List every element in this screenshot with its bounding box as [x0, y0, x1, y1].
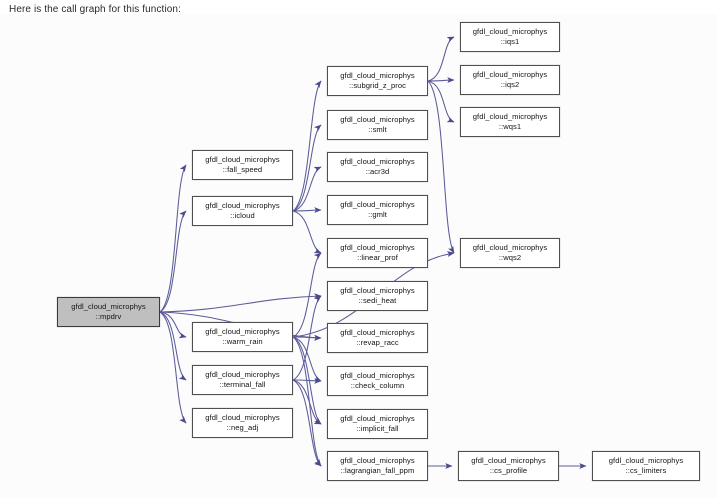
graph-edge-icloud-to-acr3d [292, 166, 322, 212]
node-namespace: gfdl_cloud_microphys [205, 200, 280, 210]
graph-node-cs_limiters[interactable]: gfdl_cloud_microphys::cs_limiters [592, 451, 700, 481]
node-function: ::subgrid_z_proc [349, 81, 406, 90]
graph-node-icloud[interactable]: gfdl_cloud_microphys::icloud [192, 196, 293, 226]
node-function: ::mpdrv [95, 312, 122, 321]
graph-edge-subgrid_z_proc-to-wqs2 [427, 80, 455, 254]
node-namespace: gfdl_cloud_microphys [340, 156, 415, 166]
node-function: ::wqs1 [498, 122, 522, 131]
node-function: ::cs_limiters [625, 466, 667, 475]
graph-edge-mpdrv-to-neg_adj [159, 311, 187, 424]
graph-edge-mpdrv-to-warm_rain [159, 311, 187, 339]
graph-node-mpdrv[interactable]: gfdl_cloud_microphys::mpdrv [57, 297, 160, 327]
graph-edge-subgrid_z_proc-to-iqs2 [427, 77, 455, 84]
graph-edge-warm_rain-to-check_column [292, 336, 322, 382]
node-function: ::linear_prof [357, 253, 398, 262]
node-function: ::cs_profile [489, 466, 528, 475]
node-namespace: gfdl_cloud_microphys [472, 242, 548, 252]
node-function: ::gmlt [368, 210, 387, 219]
node-namespace: gfdl_cloud_microphys [340, 70, 415, 80]
graph-node-gmlt[interactable]: gfdl_cloud_microphys::gmlt [327, 195, 428, 225]
node-function: ::implicit_fall [356, 424, 399, 433]
node-namespace: gfdl_cloud_microphys [205, 326, 280, 336]
graph-node-smlt[interactable]: gfdl_cloud_microphys::smlt [327, 110, 428, 140]
graph-edge-warm_rain-to-linear_prof [292, 252, 322, 338]
graph-edge-mpdrv-to-icloud [159, 210, 187, 313]
node-function: ::wqs2 [498, 253, 522, 262]
node-function: ::neg_adj [226, 423, 259, 432]
node-function: ::icloud [230, 211, 255, 220]
node-namespace: gfdl_cloud_microphys [205, 154, 280, 164]
graph-node-sedi_heat[interactable]: gfdl_cloud_microphys::sedi_heat [327, 281, 428, 311]
node-namespace: gfdl_cloud_microphys [472, 26, 548, 36]
graph-edge-icloud-to-subgrid_z_proc [292, 80, 322, 212]
node-namespace: gfdl_cloud_microphys [205, 369, 280, 379]
node-namespace: gfdl_cloud_microphys [340, 370, 415, 380]
node-function: ::iqs2 [500, 80, 520, 89]
graph-node-implicit_fall[interactable]: gfdl_cloud_microphys::implicit_fall [327, 409, 428, 439]
node-function: ::acr3d [365, 167, 390, 176]
graph-edge-terminal_fall-to-lagrangian_fall_ppm [292, 379, 322, 467]
node-namespace: gfdl_cloud_microphys [340, 199, 415, 209]
graph-node-acr3d[interactable]: gfdl_cloud_microphys::acr3d [327, 152, 428, 182]
graph-node-revap_racc[interactable]: gfdl_cloud_microphys::revap_racc [327, 323, 428, 353]
graph-edge-terminal_fall-to-check_column [292, 377, 322, 384]
graph-node-warm_rain[interactable]: gfdl_cloud_microphys::warm_rain [192, 322, 293, 352]
graph-node-linear_prof[interactable]: gfdl_cloud_microphys::linear_prof [327, 238, 428, 268]
node-function: ::smlt [368, 125, 387, 134]
graph-edge-terminal_fall-to-implicit_fall [292, 379, 322, 425]
graph-node-subgrid_z_proc[interactable]: gfdl_cloud_microphys::subgrid_z_proc [327, 66, 428, 96]
graph-node-lagrangian_fall_ppm[interactable]: gfdl_cloud_microphys::lagrangian_fall_pp… [327, 451, 428, 481]
node-function: ::revap_racc [356, 338, 399, 347]
node-namespace: gfdl_cloud_microphys [205, 412, 280, 422]
node-function: ::fall_speed [222, 165, 263, 174]
graph-node-fall_speed[interactable]: gfdl_cloud_microphys::fall_speed [192, 150, 293, 180]
graph-node-wqs1[interactable]: gfdl_cloud_microphys::wqs1 [460, 107, 560, 137]
graph-edge-subgrid_z_proc-to-wqs1 [427, 80, 455, 123]
node-function: ::sedi_heat [358, 296, 397, 305]
node-function: ::iqs1 [500, 37, 520, 46]
page-title: Here is the call graph for this function… [9, 4, 181, 15]
graph-edge-terminal_fall-to-sedi_heat [292, 295, 322, 381]
graph-node-iqs1[interactable]: gfdl_cloud_microphys::iqs1 [460, 22, 560, 52]
graph-node-terminal_fall[interactable]: gfdl_cloud_microphys::terminal_fall [192, 365, 293, 395]
graph-node-iqs2[interactable]: gfdl_cloud_microphys::iqs2 [460, 65, 560, 95]
graph-edge-warm_rain-to-implicit_fall [292, 336, 322, 425]
graph-node-cs_profile[interactable]: gfdl_cloud_microphys::cs_profile [458, 451, 559, 481]
node-namespace: gfdl_cloud_microphys [608, 455, 684, 465]
node-function: ::warm_rain [222, 337, 263, 346]
node-namespace: gfdl_cloud_microphys [472, 111, 548, 121]
node-namespace: gfdl_cloud_microphys [340, 413, 415, 423]
node-function: ::check_column [350, 381, 405, 390]
graph-edge-warm_rain-to-lagrangian_fall_ppm [292, 336, 322, 467]
node-namespace: gfdl_cloud_microphys [340, 455, 415, 465]
node-namespace: gfdl_cloud_microphys [340, 327, 415, 337]
graph-edge-icloud-to-gmlt [292, 207, 322, 214]
node-namespace: gfdl_cloud_microphys [71, 301, 146, 311]
graph-node-check_column[interactable]: gfdl_cloud_microphys::check_column [327, 366, 428, 396]
node-namespace: gfdl_cloud_microphys [472, 69, 548, 79]
graph-edge-icloud-to-linear_prof [292, 210, 322, 254]
node-namespace: gfdl_cloud_microphys [340, 242, 415, 252]
graph-edge-mpdrv-to-sedi_heat [159, 293, 322, 313]
graph-edge-subgrid_z_proc-to-iqs1 [427, 36, 455, 82]
node-function: ::terminal_fall [219, 380, 266, 389]
graph-edge-mpdrv-to-fall_speed [159, 164, 187, 313]
graph-node-wqs2[interactable]: gfdl_cloud_microphys::wqs2 [460, 238, 560, 268]
graph-node-neg_adj[interactable]: gfdl_cloud_microphys::neg_adj [192, 408, 293, 438]
node-namespace: gfdl_cloud_microphys [340, 114, 415, 124]
graph-edge-warm_rain-to-revap_racc [292, 334, 322, 341]
node-namespace: gfdl_cloud_microphys [471, 455, 546, 465]
node-namespace: gfdl_cloud_microphys [340, 285, 415, 295]
node-function: ::lagrangian_fall_ppm [340, 466, 415, 475]
graph-edge-icloud-to-smlt [292, 124, 322, 212]
graph-edge-mpdrv-to-terminal_fall [159, 311, 187, 381]
